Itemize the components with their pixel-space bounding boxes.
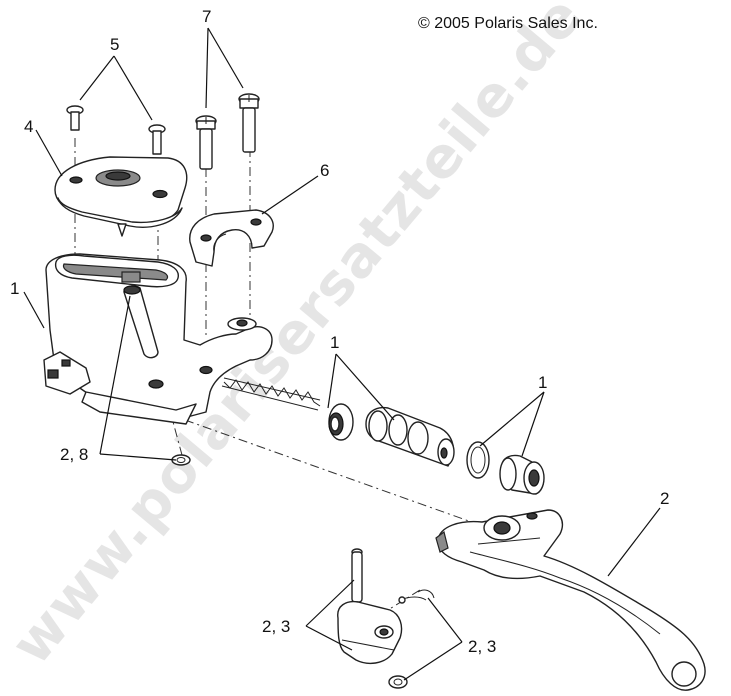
callout-2-3-left: 2, 3	[262, 617, 290, 636]
screw-5-right	[148, 124, 166, 155]
bolt-7-left	[195, 115, 217, 170]
callout-4: 4	[24, 117, 33, 136]
callout-1-left: 1	[10, 279, 19, 298]
callout-7: 7	[202, 7, 211, 26]
callout-2: 2	[660, 489, 669, 508]
callout-2-3-right: 2, 3	[468, 637, 496, 656]
master-cylinder-body	[43, 253, 273, 425]
callout-5: 5	[110, 35, 119, 54]
callout-1-middle: 1	[330, 333, 339, 352]
spring-clip	[398, 589, 435, 604]
return-spring	[221, 377, 321, 411]
callout-labels: 4 5 7 6 1 1 1 2 2, 8 2, 3 2, 3	[10, 7, 669, 656]
bolt-7-right	[238, 93, 260, 153]
brake-lever	[435, 509, 706, 691]
primary-seal	[328, 403, 354, 441]
reservoir-cover	[54, 156, 188, 237]
piston	[365, 406, 455, 467]
pivot-pin	[351, 548, 363, 603]
e-clip-bottom	[388, 675, 408, 689]
callout-2-8: 2, 8	[60, 445, 88, 464]
copyright-text: © 2005 Polaris Sales Inc.	[418, 15, 598, 32]
callout-6: 6	[320, 161, 329, 180]
callout-1-right: 1	[538, 373, 547, 392]
pivot-block	[337, 600, 403, 665]
screw-5-left	[66, 105, 84, 131]
dust-boot	[499, 454, 545, 495]
leader-lines	[23, 27, 661, 681]
handlebar-clamp	[189, 209, 274, 267]
o-ring	[466, 441, 490, 479]
